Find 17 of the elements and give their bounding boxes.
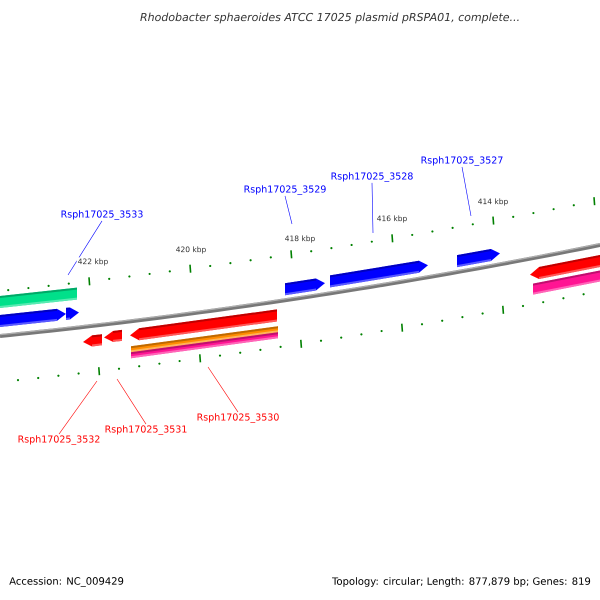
gene-label: Rsph17025_3527 xyxy=(422,156,503,166)
leader-line xyxy=(58,380,98,434)
leader-line xyxy=(462,166,472,216)
leader-line xyxy=(116,378,146,424)
gene-label: Rsph17025_3530 xyxy=(198,413,279,423)
leader-line xyxy=(208,366,238,412)
leader-line xyxy=(372,182,374,234)
leader-line xyxy=(68,220,102,276)
gene-label: Rsph17025_3529 xyxy=(244,185,326,195)
footer-text: Accession: NC_009429 xyxy=(9,577,124,587)
title: Rhodobacter sphaeroides ATCC 17025 plasmid pRSPA01, complete... xyxy=(140,12,519,24)
footer-text: Topology: circular; Length: 877,879 bp; Genes: 819 xyxy=(332,577,590,587)
gene-label: Rsph17025_3528 xyxy=(332,172,413,182)
leader-line xyxy=(284,196,292,224)
gene-label: Rsph17025_3533 xyxy=(62,210,143,220)
gene-label: Rsph17025_3531 xyxy=(106,425,186,435)
gene-label: Rsph17025_3532 xyxy=(18,435,100,445)
